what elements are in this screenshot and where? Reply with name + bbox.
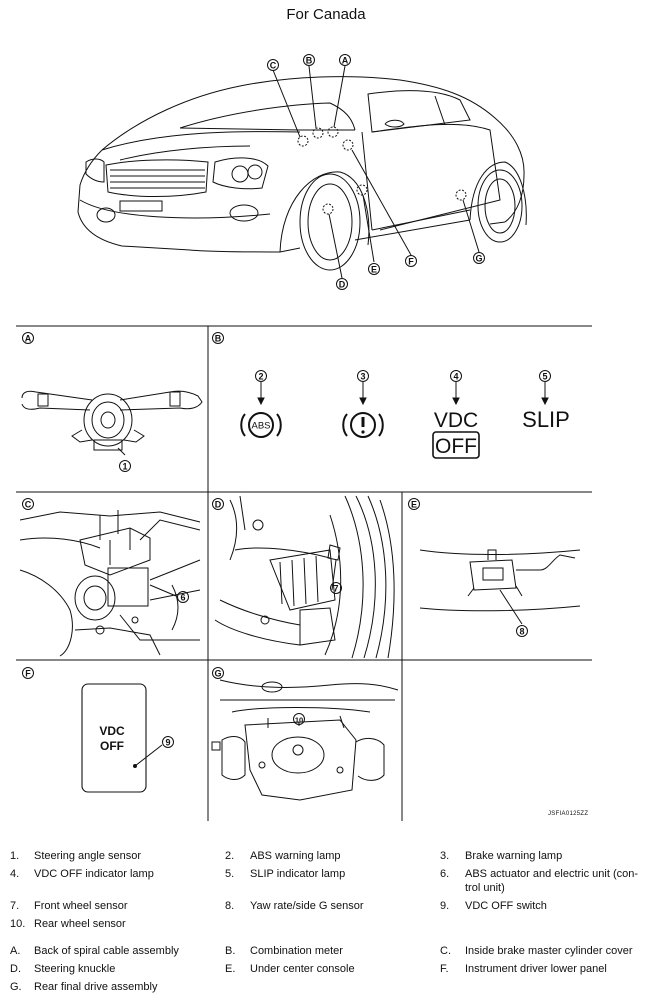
vdc-off-switch-outline xyxy=(81,683,147,793)
location-d-marker xyxy=(322,203,334,215)
location-e-marker xyxy=(356,184,368,196)
abs-warning-lamp-icon xyxy=(240,412,282,438)
callout-6-badge xyxy=(177,591,189,603)
car-callout-e: E xyxy=(371,265,377,275)
vdc-lamp-text: VDC xyxy=(434,409,478,432)
location-g-marker xyxy=(455,189,467,201)
car-callout-b: B xyxy=(306,56,313,66)
page-title: For Canada xyxy=(286,6,366,23)
location-f-marker xyxy=(342,139,354,151)
location-a-marker xyxy=(327,126,339,138)
panel-g-rear-final-drive xyxy=(211,679,399,801)
location-b-marker xyxy=(312,127,324,139)
car-illustration xyxy=(77,76,527,271)
callout-9-leader xyxy=(134,744,163,767)
brake-warning-lamp-icon xyxy=(342,412,384,438)
panel-e-yaw-rate-sensor xyxy=(419,549,581,625)
panel-a-steering-column xyxy=(21,390,203,456)
callout-4: 4 xyxy=(453,372,458,382)
slip-lamp-text: SLIP xyxy=(522,407,570,432)
callout-6: 6 xyxy=(180,593,185,603)
callout-7: 7 xyxy=(333,584,338,594)
car-callout-f: F xyxy=(408,257,414,267)
car-callout-badges xyxy=(267,54,485,290)
car-callout-g: G xyxy=(475,254,482,264)
callout-7-badge xyxy=(330,582,342,594)
off-lamp-text: OFF xyxy=(435,435,477,458)
panel-a-label: A xyxy=(25,334,32,344)
callout-8-badge xyxy=(516,625,528,637)
panel-g-label: G xyxy=(214,669,221,679)
vdc-off-lamp-icon xyxy=(432,431,480,459)
callout-9: 9 xyxy=(165,738,170,748)
panel-e-label: E xyxy=(411,500,417,510)
callout-1-badge xyxy=(119,460,131,472)
callout-8: 8 xyxy=(519,627,524,637)
location-c-marker xyxy=(297,135,309,147)
callout-5: 5 xyxy=(542,372,547,382)
car-callout-c: C xyxy=(270,61,277,71)
panel-c-label: C xyxy=(25,500,32,510)
callout-9-badge xyxy=(162,736,174,748)
panel-b-label: B xyxy=(215,334,222,344)
panel-grid xyxy=(16,325,592,821)
abs-lamp-text: ABS xyxy=(251,421,270,432)
callout-3: 3 xyxy=(360,372,365,382)
callout-10-badge xyxy=(293,713,305,725)
panel-b-meter-callouts xyxy=(255,370,551,406)
panel-d-steering-knuckle xyxy=(214,495,395,659)
vdc-switch-text-bottom: OFF xyxy=(100,739,124,753)
car-callout-a: A xyxy=(342,56,349,66)
panel-d-label: D xyxy=(215,500,222,510)
panel-c-abs-actuator xyxy=(19,510,201,657)
switch-point xyxy=(133,764,137,768)
callout-10: 10 xyxy=(295,716,303,725)
car-callout-d: D xyxy=(339,280,346,290)
panel-f-label: F xyxy=(25,669,31,679)
car-callouts xyxy=(272,65,480,279)
panel-badges xyxy=(22,332,420,679)
callout-2: 2 xyxy=(258,372,263,382)
vdc-switch-text-top: VDC xyxy=(99,724,125,738)
figure-code: JSFIA0125ZZ xyxy=(548,811,589,817)
callout-1: 1 xyxy=(122,462,127,472)
